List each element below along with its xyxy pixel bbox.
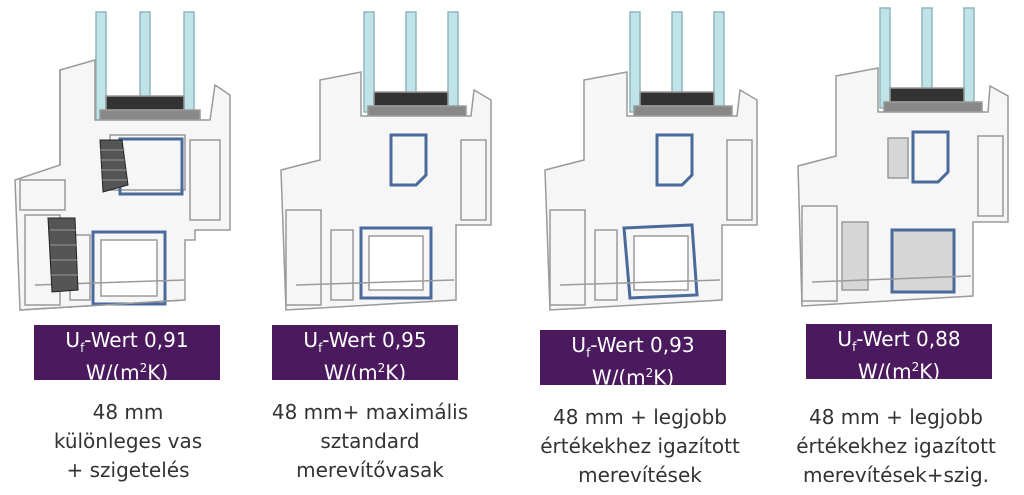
profile-panel-4: Uf-Wert 0,88 W/(m2K) 48 mm + legjobb ért… [768, 0, 1024, 495]
caption-line: értékekhez igazított [540, 434, 740, 458]
panel-caption-1: 48 mm különleges vas + szigetelés [0, 398, 256, 485]
caption-line: 48 mm + legjobb [809, 405, 983, 429]
badge-value: -Wert 0,88 [856, 327, 961, 351]
badge-unit-pre: W/(m [857, 359, 912, 384]
uf-value-badge-2: Uf-Wert 0,95 W/(m2K) [272, 325, 458, 383]
badge-sup: 2 [645, 366, 654, 380]
badge-u: U [65, 328, 81, 352]
badge-value: -Wert 0,93 [590, 333, 695, 357]
window-profile-cross-section-2 [280, 11, 492, 311]
caption-line: merevítések+szig. [802, 463, 989, 487]
badge-unit-pre: W/(m [323, 360, 378, 385]
window-profile-cross-section-4 [797, 7, 1009, 307]
caption-line: merevítővasak [296, 458, 444, 482]
uf-value-badge-1: Uf-Wert 0,91 W/(m2K) [34, 325, 220, 383]
caption-line: 48 mm [92, 400, 164, 424]
hatched-insulation-1 [47, 139, 129, 293]
badge-sub: f [852, 340, 857, 354]
badge-value: -Wert 0,91 [84, 328, 189, 352]
caption-line: 48 mm + legjobb [553, 405, 727, 429]
caption-line: értékekhez igazított [796, 434, 996, 458]
profile-panel-1: Uf-Wert 0,91 W/(m2K) 48 mm különleges va… [0, 0, 256, 495]
badge-unit-post: K) [919, 359, 941, 384]
badge-unit-post: K) [385, 360, 407, 385]
badge-sup: 2 [139, 361, 148, 375]
badge-u: U [837, 327, 853, 351]
panel-caption-2: 48 mm+ maximális sztandard merevítővasak [256, 398, 484, 485]
badge-value: -Wert 0,95 [322, 328, 427, 352]
badge-sup: 2 [911, 360, 920, 374]
badge-sub: f [318, 341, 323, 355]
profile-panel-3: Uf-Wert 0,93 W/(m2K) 48 mm + legjobb ért… [512, 0, 768, 495]
uf-value-badge-3: Uf-Wert 0,93 W/(m2K) [540, 330, 726, 388]
badge-unit-pre: W/(m [85, 360, 140, 385]
panel-caption-4: 48 mm + legjobb értékekhez igazított mer… [768, 403, 1024, 490]
badge-u: U [303, 328, 319, 352]
caption-line: + szigetelés [66, 458, 190, 482]
window-profile-cross-section-1 [14, 11, 231, 311]
badge-unit-post: K) [653, 365, 675, 390]
uf-value-badge-4: Uf-Wert 0,88 W/(m2K) [806, 324, 992, 382]
profile-panel-2: Uf-Wert 0,95 W/(m2K) 48 mm+ maximális sz… [256, 0, 512, 495]
badge-sub: f [586, 346, 591, 360]
badge-u: U [571, 333, 587, 357]
badge-unit-post: K) [147, 360, 169, 385]
window-profile-cross-section-3 [544, 11, 758, 311]
badge-unit-pre: W/(m [591, 365, 646, 390]
badge-sub: f [80, 341, 85, 355]
caption-line: 48 mm+ maximális [271, 400, 469, 424]
panel-caption-3: 48 mm + legjobb értékekhez igazított mer… [512, 403, 768, 490]
badge-sup: 2 [377, 361, 386, 375]
caption-line: különleges vas [53, 429, 203, 453]
caption-line: sztandard [320, 429, 420, 453]
caption-line: merevítések [578, 463, 702, 487]
